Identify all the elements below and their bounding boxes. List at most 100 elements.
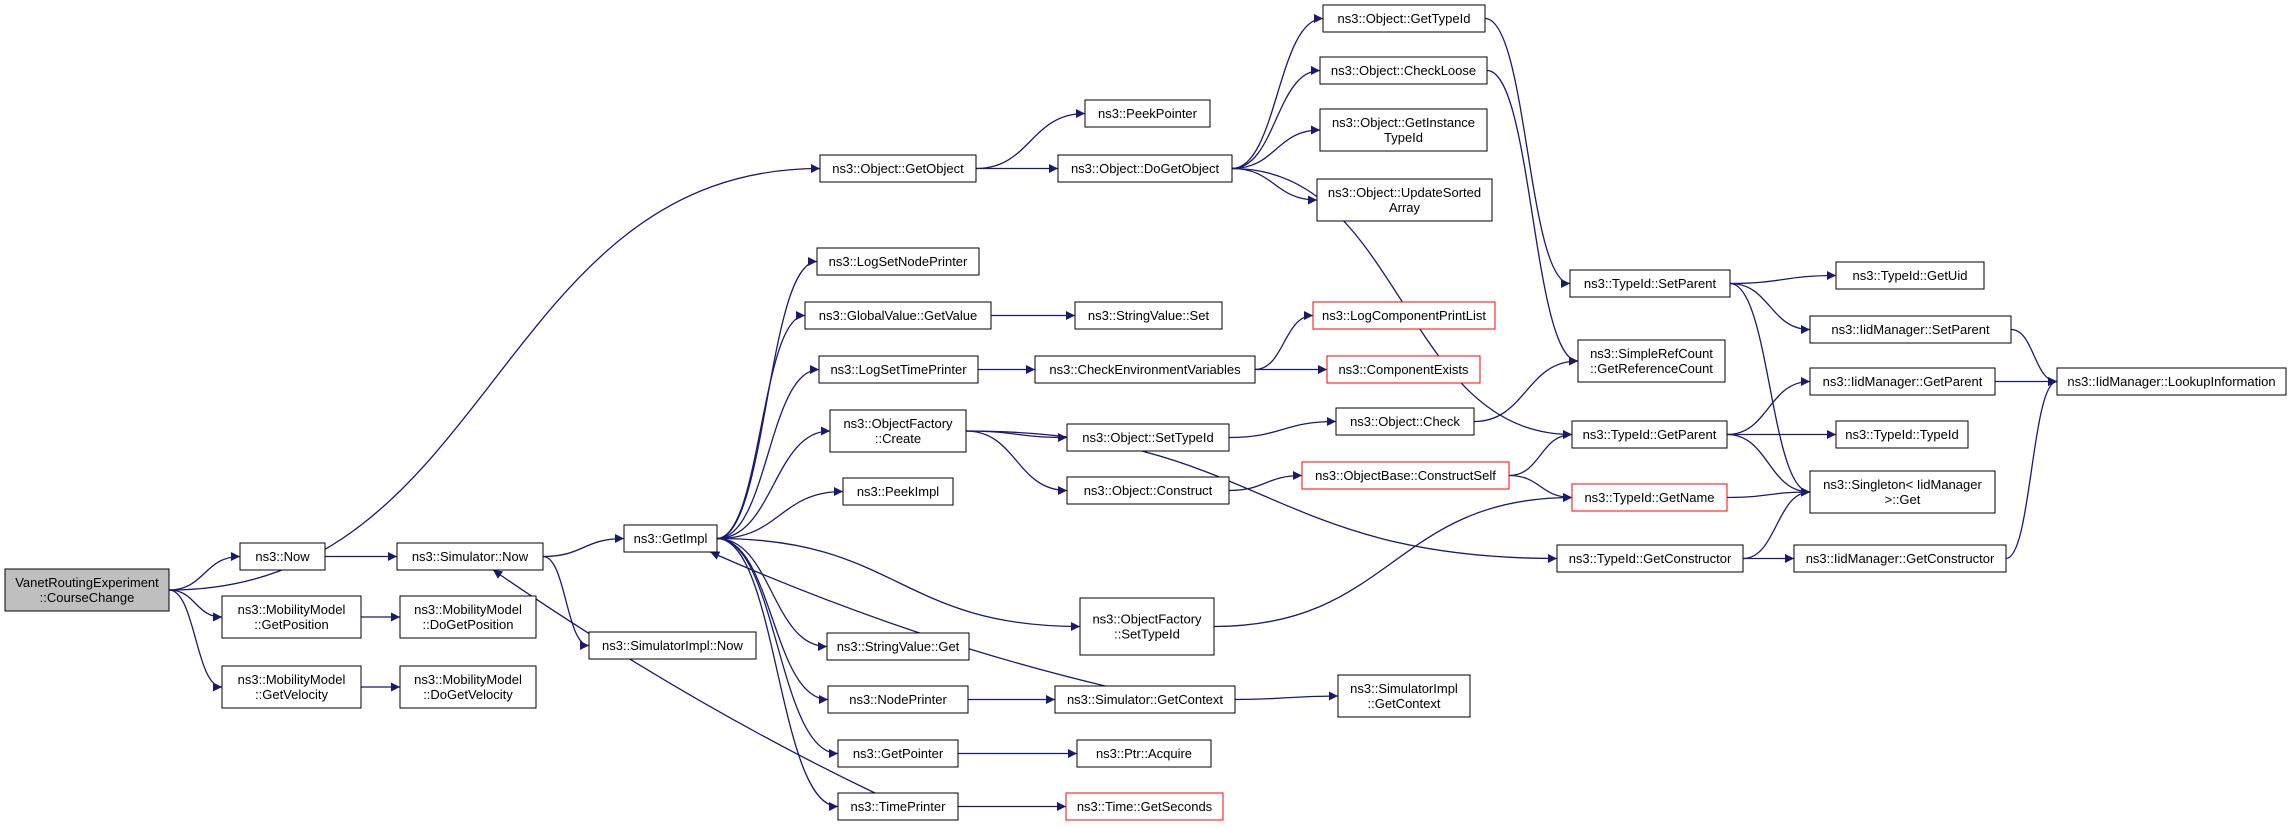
graph-node[interactable]: ns3::MobilityModel::GetVelocity — [221, 665, 362, 709]
node-label: ns3::Object::GetInstance — [1332, 115, 1475, 130]
graph-node[interactable]: ns3::MobilityModel::DoGetPosition — [399, 595, 537, 639]
graph-node[interactable]: ns3::TimePrinter — [837, 792, 959, 821]
graph-node[interactable]: ns3::IidManager::GetConstructor — [1793, 544, 2007, 573]
node-label: ::Create — [875, 431, 921, 446]
node-box — [1809, 367, 1996, 396]
edge-n17-to-n18 — [1726, 377, 1811, 436]
node-box — [1319, 108, 1488, 152]
graph-node[interactable]: ns3::ObjectFactory::Create — [829, 409, 967, 453]
node-box — [1066, 423, 1230, 452]
graph-node[interactable]: ns3::TypeId::SetParent — [1569, 269, 1731, 298]
node-box — [239, 542, 326, 571]
node-label: ns3::ObjectBase::ConstructSelf — [1315, 468, 1496, 483]
graph-node[interactable]: ns3::ObjectBase::ConstructSelf — [1301, 461, 1510, 490]
graph-node[interactable]: ns3::SimulatorImpl::Now — [588, 631, 757, 660]
graph-node[interactable]: ns3::ComponentExists — [1326, 355, 1481, 384]
graph-node[interactable]: ns3::NodePrinter — [827, 685, 969, 714]
node-box — [623, 524, 718, 553]
node-label: ns3::LogSetNodePrinter — [829, 254, 968, 269]
graph-node[interactable]: ns3::GlobalValue::GetValue — [804, 301, 992, 330]
edge-n22-to-n27 — [716, 311, 806, 540]
node-label: ::GetVelocity — [255, 687, 328, 702]
node-box — [1084, 99, 1211, 128]
edge-n37-to-n20 — [1508, 474, 1573, 502]
graph-node[interactable]: ns3::TypeId::GetUid — [1835, 261, 1985, 290]
graph-node[interactable]: ns3::GetPointer — [837, 739, 959, 768]
graph-node[interactable]: ns3::LogComponentPrintList — [1312, 301, 1496, 330]
graph-node[interactable]: ns3::MobilityModel::GetPosition — [221, 595, 362, 639]
edge-n6-to-n9 — [1231, 125, 1321, 170]
graph-node[interactable]: ns3::Object::Check — [1335, 407, 1475, 436]
graph-node[interactable]: ns3::LogSetNodePrinter — [816, 247, 980, 276]
graph-node[interactable]: ns3::IidManager::SetParent — [1809, 315, 2012, 344]
edge-n11-to-n12 — [1729, 271, 1837, 285]
node-label: ns3::Time::GetSeconds — [1077, 799, 1213, 814]
graph-node[interactable]: ns3::SimpleRefCount::GetReferenceCount — [1577, 339, 1726, 383]
node-label: ns3::TypeId::GetName — [1584, 490, 1714, 505]
node-label: ns3::PeekPointer — [1098, 106, 1198, 121]
graph-node[interactable]: ns3::PeekImpl — [842, 477, 954, 506]
graph-node[interactable]: ns3::Object::CheckLoose — [1319, 56, 1488, 85]
node-box — [818, 355, 979, 384]
edge-n11-to-n15 — [1729, 282, 1811, 497]
node-box — [1301, 461, 1510, 490]
graph-node[interactable]: ns3::TypeId::TypeId — [1835, 420, 1969, 449]
node-label: ns3::Object::UpdateSorted — [1328, 185, 1481, 200]
nodes-layer: VanetRoutingExperiment::CourseChangens3:… — [4, 4, 2287, 821]
node-label: ns3::IidManager::SetParent — [1831, 322, 1990, 337]
graph-node[interactable]: ns3::ObjectFactory::SetTypeId — [1079, 597, 1215, 656]
node-label: VanetRoutingExperiment — [15, 575, 159, 590]
graph-node[interactable]: ns3::Now — [239, 542, 326, 571]
node-label: ns3::PeekImpl — [857, 484, 939, 499]
node-box — [1326, 355, 1481, 384]
node-box — [837, 739, 959, 768]
graph-node[interactable]: VanetRoutingExperiment::CourseChange — [4, 568, 170, 612]
node-label: Array — [1389, 200, 1421, 215]
node-box — [221, 665, 362, 709]
graph-node[interactable]: ns3::Time::GetSeconds — [1065, 792, 1224, 821]
node-box — [1079, 597, 1215, 656]
graph-node[interactable]: ns3::StringValue::Set — [1074, 301, 1223, 330]
node-box — [1793, 544, 2007, 573]
graph-node[interactable]: ns3::Object::SetTypeId — [1066, 423, 1230, 452]
graph-node[interactable]: ns3::TypeId::GetConstructor — [1556, 544, 1744, 573]
graph-node[interactable]: ns3::Simulator::GetContext — [1054, 685, 1236, 714]
node-label: ::GetReferenceCount — [1590, 361, 1713, 376]
graph-node[interactable]: ns3::GetImpl — [623, 524, 718, 553]
graph-node[interactable]: ns3::Singleton< IidManager >::Get — [1809, 470, 1996, 514]
node-label: ns3::Object::Construct — [1084, 483, 1213, 498]
node-label: ns3::TypeId::GetConstructor — [1569, 551, 1732, 566]
edge-n8-to-n16 — [1486, 69, 1579, 366]
graph-node[interactable]: ns3::StringValue::Get — [826, 632, 970, 661]
node-label: ns3::IidManager::GetConstructor — [1806, 551, 1995, 566]
edge-n0-to-n3 — [168, 589, 223, 622]
node-box — [1319, 56, 1488, 85]
edge-n6-to-n10 — [1231, 167, 1318, 205]
graph-node[interactable]: ns3::Object::GetObject — [819, 154, 977, 183]
node-box — [837, 792, 959, 821]
graph-node[interactable]: ns3::Object::GetTypeId — [1322, 4, 1486, 33]
node-label: ns3::IidManager::LookupInformation — [2067, 374, 2275, 389]
graph-node[interactable]: ns3::SimulatorImpl::GetContext — [1337, 674, 1471, 718]
graph-node[interactable]: ns3::IidManager::LookupInformation — [2056, 367, 2287, 396]
node-label: ::DoGetVelocity — [423, 687, 513, 702]
graph-node[interactable]: ns3::Object::DoGetObject — [1057, 154, 1233, 183]
graph-node[interactable]: ns3::LogSetTimePrinter — [818, 355, 979, 384]
graph-node[interactable]: ns3::PeekPointer — [1084, 99, 1211, 128]
node-label: ns3::Simulator::Now — [412, 549, 529, 564]
graph-node[interactable]: ns3::Simulator::Now — [396, 542, 544, 571]
node-box — [1809, 470, 1996, 514]
graph-node[interactable]: ns3::TypeId::GetName — [1571, 483, 1728, 512]
edge-n22-to-n33 — [716, 426, 831, 540]
graph-node[interactable]: ns3::Object::Construct — [1066, 476, 1230, 505]
graph-node[interactable]: ns3::IidManager::GetParent — [1809, 367, 1996, 396]
graph-node[interactable]: ns3::CheckEnvironmentVariables — [1034, 355, 1256, 384]
node-label: ns3::Object::Check — [1350, 414, 1460, 429]
graph-node[interactable]: ns3::Ptr::Acquire — [1076, 739, 1212, 768]
graph-node[interactable]: ns3::TypeId::GetParent — [1571, 420, 1728, 449]
edge-n44-to-n45 — [1234, 691, 1339, 701]
graph-node[interactable]: ns3::MobilityModel::DoGetVelocity — [399, 665, 537, 709]
